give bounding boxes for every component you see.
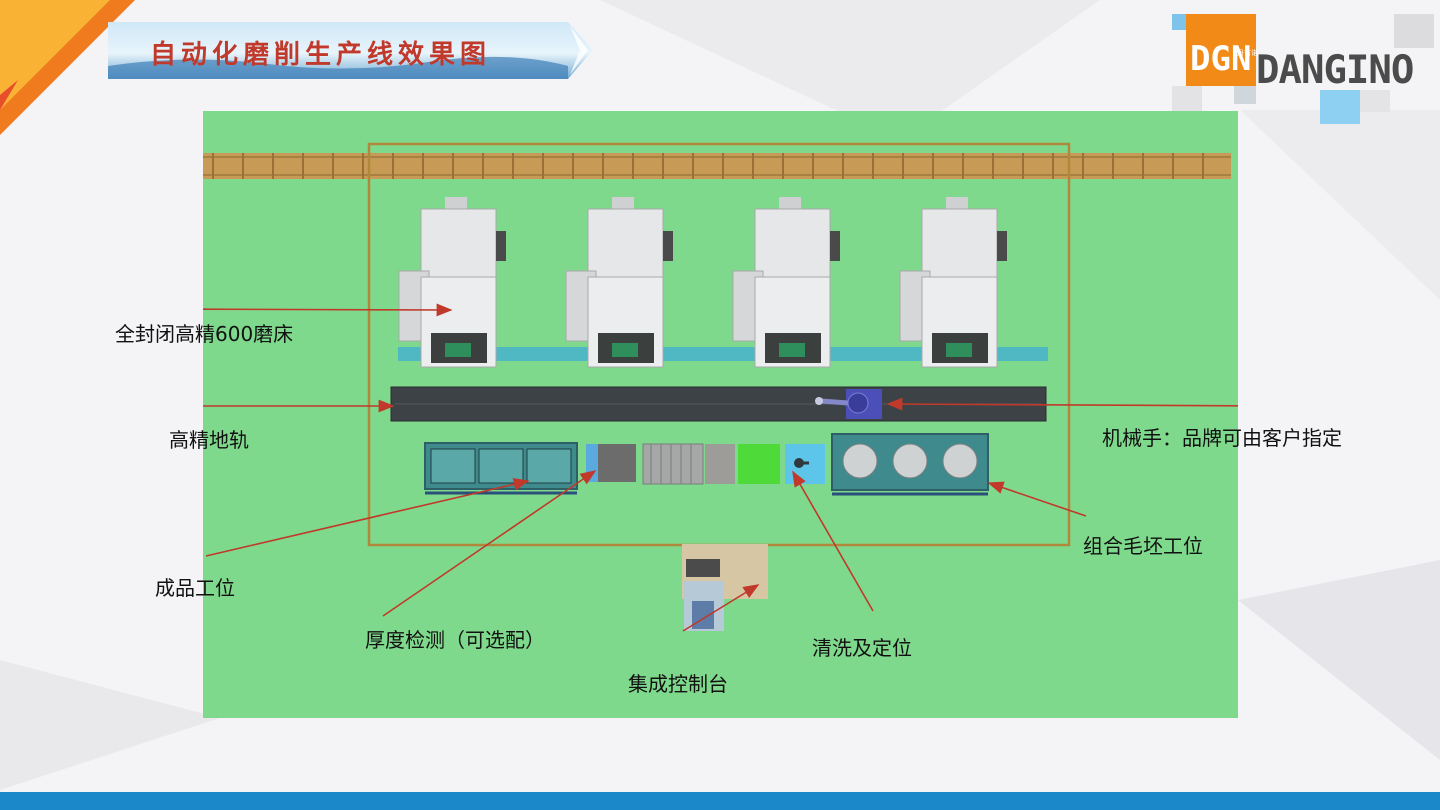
coolant-pipe — [398, 347, 1048, 361]
grinder-machine-4 — [899, 197, 1007, 368]
label-grinder: 全封闭高精600磨床 — [115, 322, 294, 346]
finished-product-station — [424, 442, 578, 495]
label-robot: 机械手：品牌可由客户指定 — [1102, 426, 1342, 450]
company-logo: DGN — [1172, 14, 1434, 124]
thickness-check-station — [586, 444, 636, 482]
overhead-track — [203, 153, 1231, 179]
grinder-machine-1 — [398, 197, 506, 368]
page-title: 自动化磨削生产线效果图 — [150, 40, 492, 70]
robot-arm — [815, 389, 882, 419]
label-finished-station: 成品工位 — [155, 576, 235, 600]
callout-arrows — [203, 303, 1238, 632]
logo-chinese-mark: 丹吉诺 — [1237, 49, 1258, 57]
combined-blank-station — [831, 433, 989, 496]
logo-wordmark: DANGINO — [1256, 48, 1414, 93]
bottom-bar — [0, 792, 1440, 810]
label-floor-rail: 高精地轨 — [169, 428, 249, 452]
title-banner — [108, 22, 593, 79]
transfer-conveyor — [642, 443, 735, 485]
svg-text:DGN: DGN — [1190, 39, 1251, 79]
grinder-machine-2 — [565, 197, 673, 368]
label-cleaning: 清洗及定位 — [812, 636, 912, 660]
label-control-console: 集成控制台 — [628, 672, 728, 696]
production-line-layout — [203, 111, 1238, 718]
label-blank-station: 组合毛坯工位 — [1083, 534, 1203, 558]
label-thickness-check: 厚度检测（可选配） — [365, 628, 545, 652]
grinder-machine-3 — [732, 197, 840, 368]
